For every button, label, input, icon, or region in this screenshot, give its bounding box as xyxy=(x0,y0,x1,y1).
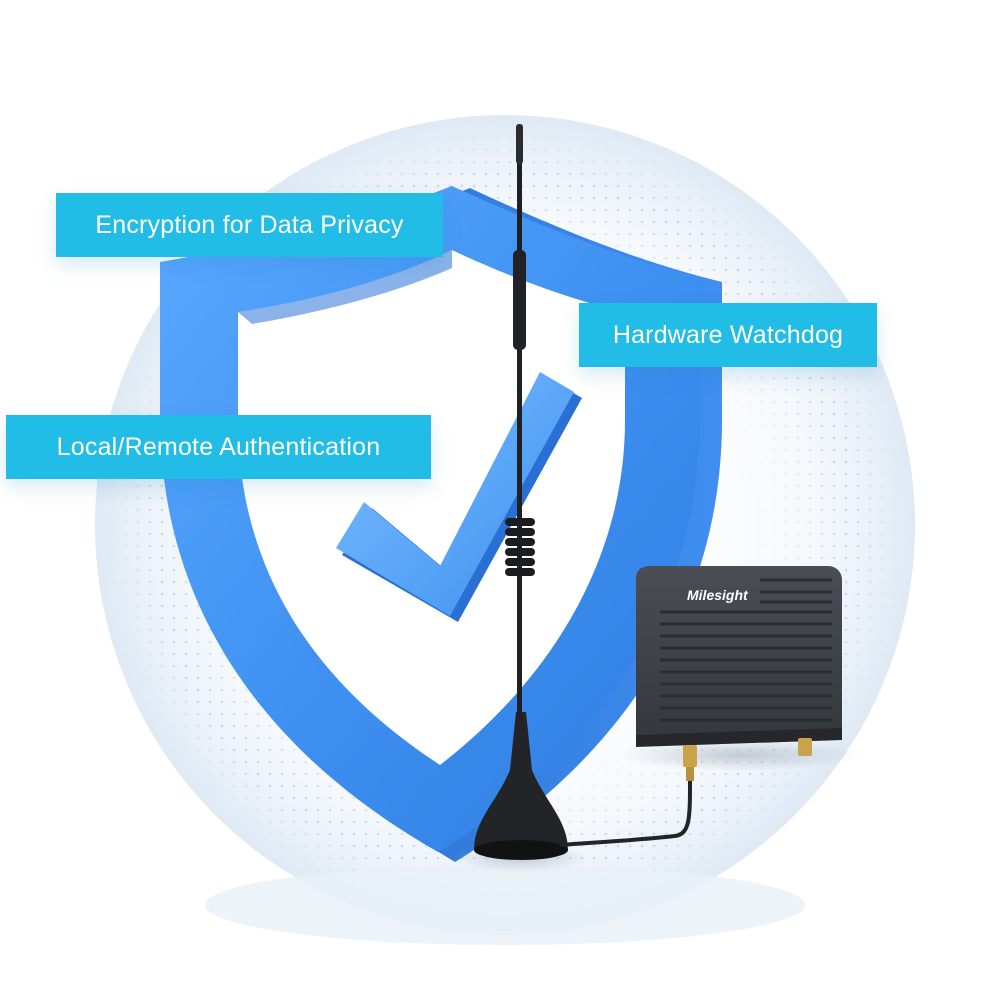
feature-label-text: Local/Remote Authentication xyxy=(56,432,381,461)
feature-label-watchdog: Hardware Watchdog xyxy=(579,303,877,367)
feature-label-encryption: Encryption for Data Privacy xyxy=(56,193,443,257)
feature-label-text: Encryption for Data Privacy xyxy=(95,210,404,239)
feature-label-authentication: Local/Remote Authentication xyxy=(6,415,431,479)
antenna-icon xyxy=(450,124,590,872)
device-brand-logo: Milesight xyxy=(687,587,749,603)
gateway-device-icon: Milesight xyxy=(620,566,860,781)
feature-label-text: Hardware Watchdog xyxy=(612,320,844,349)
antenna-cable xyxy=(559,779,692,847)
